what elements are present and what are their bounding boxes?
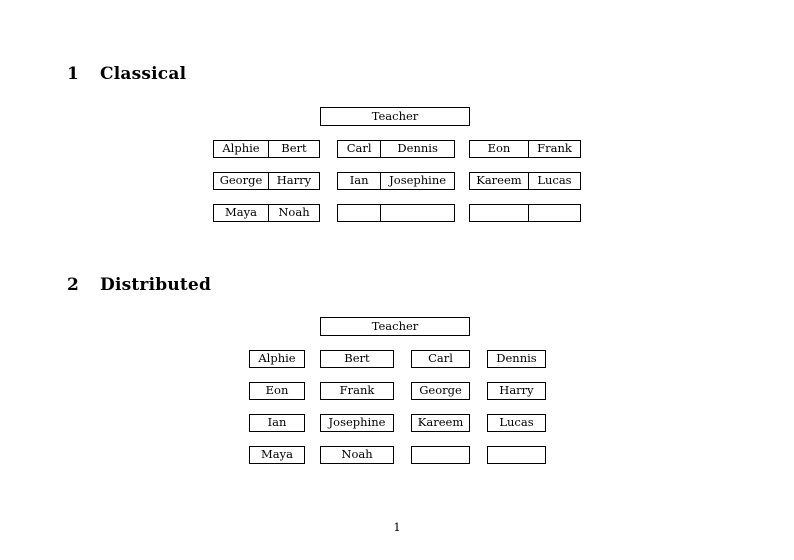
student-cell: Lucas — [527, 173, 580, 189]
section-number: 2 — [67, 275, 80, 295]
section-title: Distributed — [100, 275, 212, 295]
student-pair-box — [337, 204, 455, 222]
student-box-empty — [411, 446, 470, 464]
student-box: Carl — [411, 350, 470, 368]
student-cell: Noah — [267, 205, 319, 221]
teacher-box-classical: Teacher — [320, 107, 470, 126]
section-number: 1 — [67, 64, 80, 84]
student-pair-box: Alphie Bert — [213, 140, 320, 158]
student-cell-empty — [527, 205, 580, 221]
student-pair-box: Carl Dennis — [337, 140, 455, 158]
section-heading-classical: 1 Classical — [67, 64, 186, 84]
student-box: Ian — [249, 414, 305, 432]
page-number: 1 — [393, 520, 401, 534]
student-cell: Ian — [349, 173, 369, 188]
student-box: Eon — [249, 382, 305, 400]
student-pair-box: Kareem Lucas — [469, 172, 581, 190]
student-cell: Josephine — [380, 173, 454, 189]
student-cell: Bert — [267, 141, 319, 157]
student-pair-box — [469, 204, 581, 222]
student-cell-empty — [470, 205, 528, 221]
student-box: Josephine — [320, 414, 394, 432]
student-box: Dennis — [487, 350, 546, 368]
student-box: Maya — [249, 446, 305, 464]
section-heading-distributed: 2 Distributed — [67, 275, 211, 295]
student-cell-empty — [338, 205, 380, 221]
student-box: Frank — [320, 382, 394, 400]
student-cell: Kareem — [476, 173, 522, 188]
teacher-box-distributed: Teacher — [320, 317, 470, 336]
student-box-empty — [487, 446, 546, 464]
student-cell-empty — [380, 205, 454, 221]
student-cell: Maya — [224, 205, 257, 220]
student-cell: Eon — [487, 141, 511, 156]
section-title: Classical — [100, 64, 187, 84]
student-pair-box: George Harry — [213, 172, 320, 190]
student-pair-box: Eon Frank — [469, 140, 581, 158]
student-box: Harry — [487, 382, 546, 400]
student-pair-box: Maya Noah — [213, 204, 320, 222]
student-cell: Alphie — [222, 141, 260, 156]
student-cell: Dennis — [380, 141, 454, 157]
student-cell: Frank — [527, 141, 580, 157]
student-box: Alphie — [249, 350, 305, 368]
student-cell: Harry — [267, 173, 319, 189]
student-box: Noah — [320, 446, 394, 464]
student-box: George — [411, 382, 470, 400]
student-cell: Carl — [346, 141, 372, 156]
student-box: Lucas — [487, 414, 546, 432]
student-box: Bert — [320, 350, 394, 368]
student-pair-box: Ian Josephine — [337, 172, 455, 190]
student-box: Kareem — [411, 414, 470, 432]
student-cell: George — [219, 173, 263, 188]
